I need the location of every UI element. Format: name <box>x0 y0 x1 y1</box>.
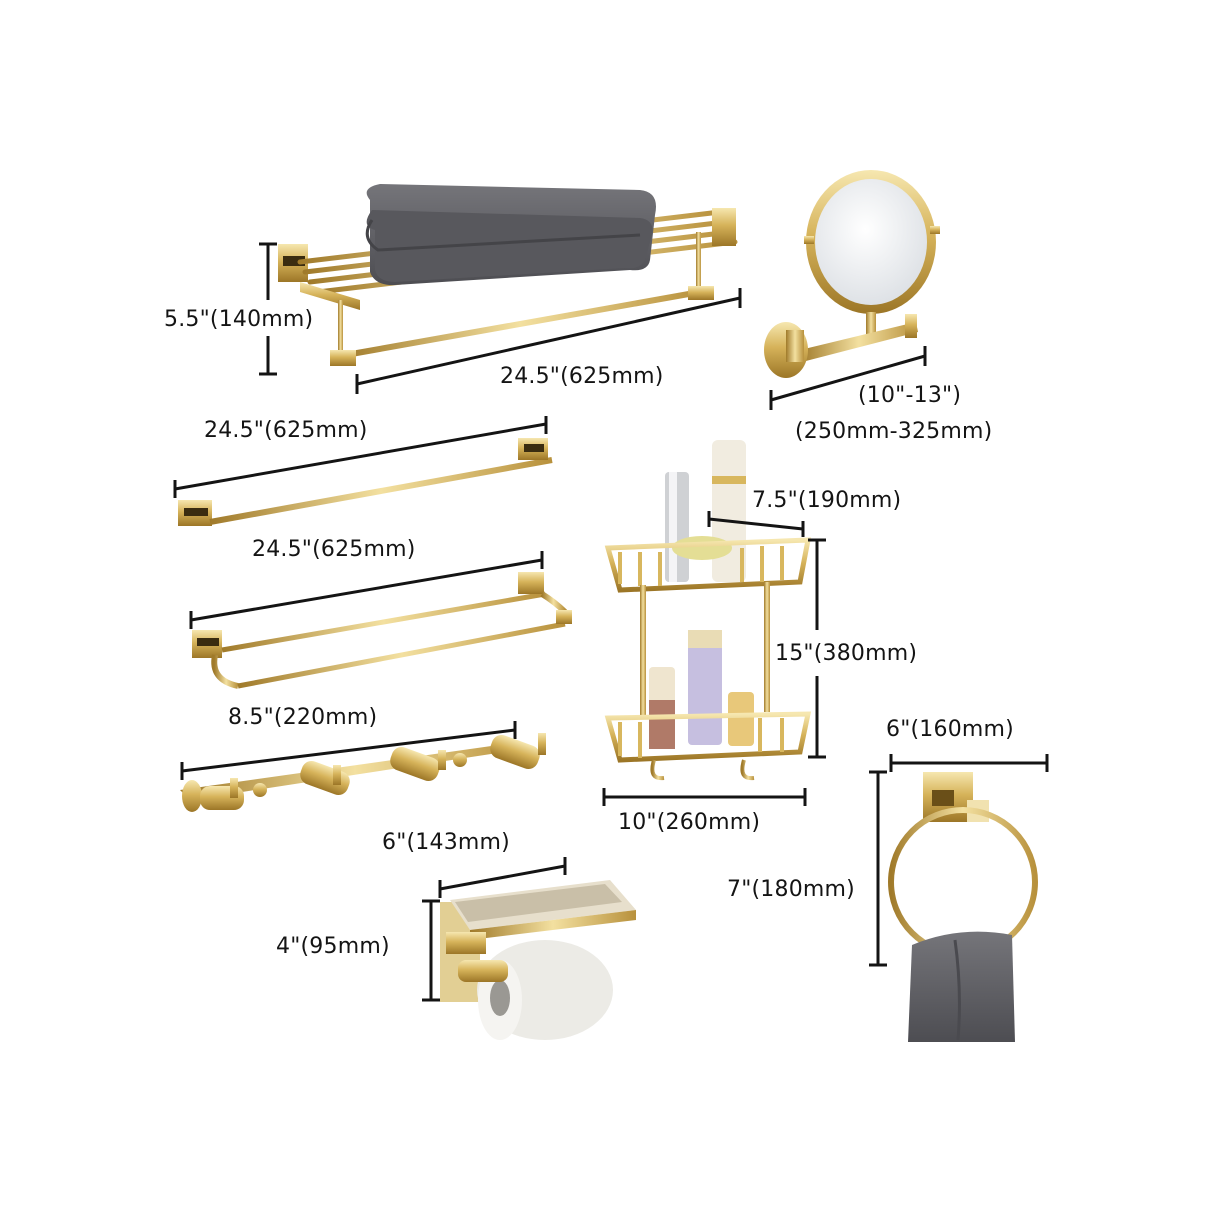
towel-ring-illustration <box>869 754 1049 1042</box>
mirror-reach-mm-label: (250mm-325mm) <box>795 419 993 444</box>
corner-shelf-depth-label: 7.5"(190mm) <box>752 488 902 513</box>
corner-shelf-width-label: 10"(260mm) <box>618 810 761 835</box>
single-towel-bar-width-label: 24.5"(625mm) <box>204 418 368 443</box>
robe-hooks-width-label: 8.5"(220mm) <box>228 705 378 730</box>
height-dimension-line <box>259 242 277 376</box>
toilet-paper-holder-illustration <box>422 857 636 1040</box>
towel-shelf-height-label: 5.5"(140mm) <box>164 307 314 332</box>
reach-dimension-line <box>769 346 927 410</box>
toilet-paper-holder-height-label: 4"(95mm) <box>276 934 390 959</box>
corner-shelf-illustration <box>602 440 826 806</box>
towel-ring-height-label: 7"(180mm) <box>727 877 855 902</box>
mirror-illustration <box>764 170 940 410</box>
double-towel-bar-illustration <box>189 551 572 689</box>
folded-towel <box>365 184 656 286</box>
double-towel-bar-width-label: 24.5"(625mm) <box>252 537 416 562</box>
corner-shelf-height-label: 15"(380mm) <box>775 641 918 666</box>
towel-shelf-illustration <box>259 184 742 394</box>
mirror-reach-inches-label: (10"-13") <box>858 383 962 408</box>
single-towel-bar-illustration <box>173 416 553 526</box>
towel-ring-width-label: 6"(160mm) <box>886 717 1014 742</box>
towel-shelf-width-label: 24.5"(625mm) <box>500 364 664 389</box>
robe-hooks-illustration <box>180 721 546 812</box>
width-dimension-line <box>355 288 742 394</box>
toilet-paper-holder-width-label: 6"(143mm) <box>382 830 510 855</box>
